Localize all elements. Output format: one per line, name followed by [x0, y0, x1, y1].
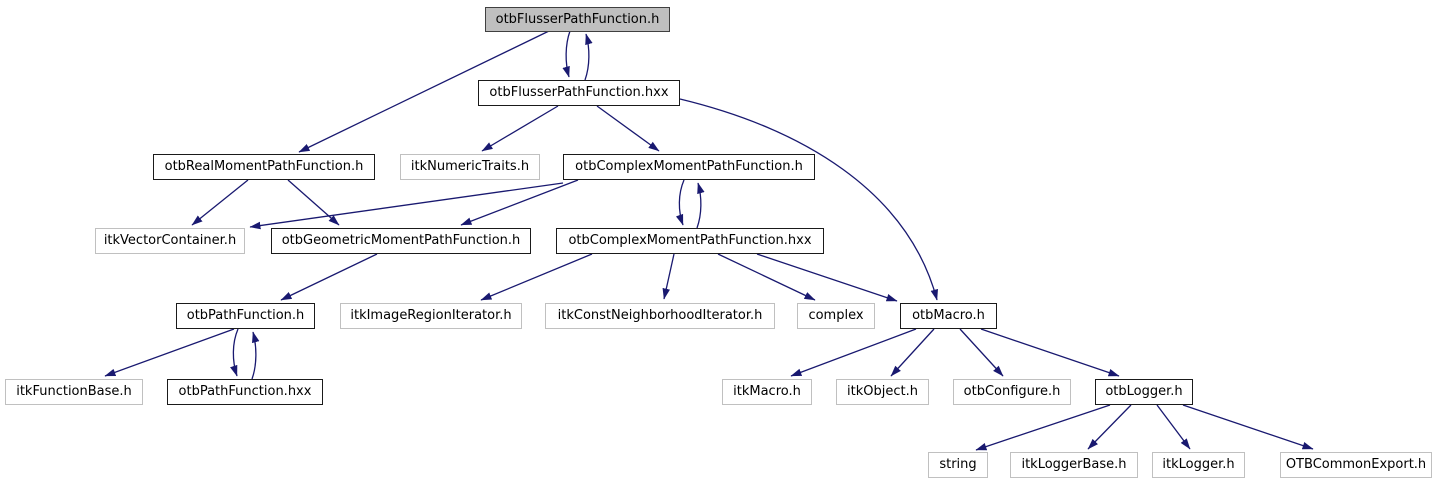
node-otb-logger[interactable]: otbLogger.h — [1095, 379, 1193, 405]
edge-otb-macro-to-otb-configure — [959, 328, 1004, 377]
edge-flusser-hxx-to-complex-moment-h — [596, 105, 660, 152]
edge-otb-logger-to-itk-logger-base — [1087, 404, 1132, 450]
node-geometric-moment-h[interactable]: otbGeometricMomentPathFunction.h — [271, 228, 531, 254]
edge-otb-macro-to-otb-logger — [980, 328, 1120, 377]
node-flusser-h[interactable]: otbFlusserPathFunction.h — [485, 7, 670, 32]
node-path-function-hxx[interactable]: otbPathFunction.hxx — [167, 379, 323, 405]
edge-complex-hxx-to-complex — [717, 253, 816, 301]
node-complex: complex — [797, 303, 875, 329]
node-flusser-hxx[interactable]: otbFlusserPathFunction.hxx — [478, 80, 680, 106]
node-itk-macro: itkMacro.h — [722, 379, 812, 405]
node-image-region-iterator: itkImageRegionIterator.h — [340, 303, 522, 329]
node-itk-logger-base: itkLoggerBase.h — [1010, 452, 1138, 478]
node-const-neighborhood-iterator: itkConstNeighborhoodIterator.h — [545, 303, 775, 329]
edge-otb-macro-to-itk-object — [890, 328, 935, 377]
edge-otb-macro-to-itk-macro — [790, 328, 917, 377]
edge-complex-h-to-complex-hxx — [675, 179, 685, 226]
edge-otb-logger-to-itk-logger — [1156, 404, 1191, 450]
node-itk-logger: itkLogger.h — [1152, 452, 1245, 478]
node-complex-moment-h[interactable]: otbComplexMomentPathFunction.h — [563, 154, 815, 180]
edge-complex-h-to-vector-container — [249, 182, 564, 230]
node-itk-object: itkObject.h — [836, 379, 929, 405]
node-otb-configure: otbConfigure.h — [953, 379, 1071, 405]
edge-complex-hxx-to-const-neighborhood — [662, 253, 675, 300]
node-vector-container: itkVectorContainer.h — [95, 228, 245, 254]
edge-flusser-hxx-to-numeric-traits — [481, 105, 559, 152]
edge-complex-h-to-geometric-h — [460, 179, 579, 226]
edge-otb-logger-to-otb-common-export — [1182, 404, 1314, 450]
node-otb-common-export: OTBCommonExport.h — [1280, 452, 1432, 478]
edge-path-function-h-to-path-hxx — [230, 328, 239, 377]
edge-flusser-hxx-to-flusser-h — [584, 33, 593, 81]
edge-complex-hxx-to-otb-macro — [756, 253, 898, 302]
edge-geometric-h-to-path-function-h — [280, 253, 378, 301]
node-otb-macro[interactable]: otbMacro.h — [900, 303, 997, 329]
node-function-base: itkFunctionBase.h — [5, 379, 143, 405]
node-path-function-h[interactable]: otbPathFunction.h — [176, 303, 315, 329]
node-numeric-traits: itkNumericTraits.h — [400, 154, 540, 180]
node-real-moment-h[interactable]: otbRealMomentPathFunction.h — [153, 154, 375, 180]
edge-flusser-hxx-to-otb-macro — [679, 98, 938, 301]
edge-path-hxx-to-path-function-h — [251, 331, 260, 380]
edge-complex-hxx-to-complex-h — [696, 182, 705, 229]
edge-real-moment-h-to-vector-container — [191, 179, 249, 226]
edge-complex-hxx-to-image-region — [480, 253, 593, 301]
edge-real-moment-h-to-geometric-h — [287, 179, 340, 226]
edge-otb-logger-to-string — [975, 404, 1111, 451]
edge-path-function-h-to-function-base — [104, 328, 235, 377]
node-complex-moment-hxx[interactable]: otbComplexMomentPathFunction.hxx — [556, 228, 824, 254]
node-string: string — [928, 452, 988, 478]
edge-flusser-h-to-flusser-hxx — [562, 30, 571, 78]
